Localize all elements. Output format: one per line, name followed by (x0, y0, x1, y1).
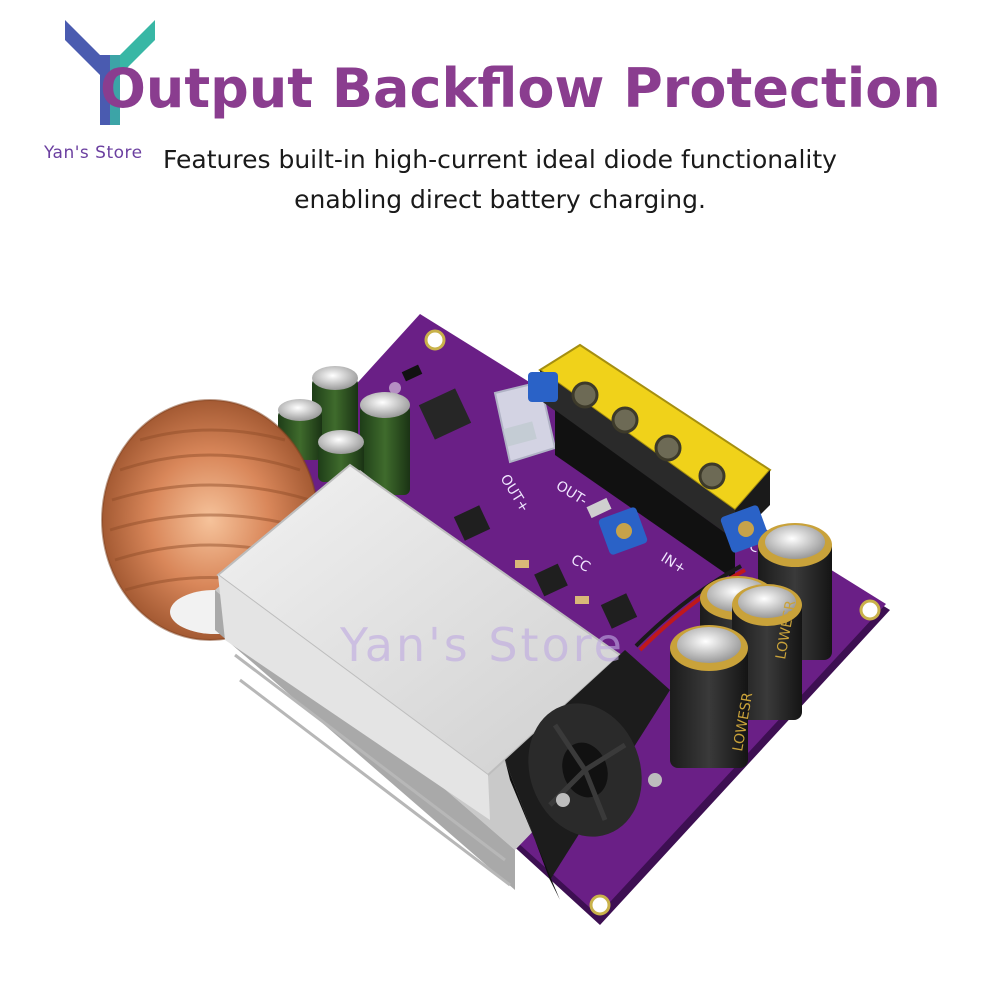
smd-components (401, 364, 638, 629)
potentiometers (528, 372, 770, 555)
terminal-block (538, 343, 772, 580)
subtitle-line-2: enabling direct battery charging. (294, 185, 706, 214)
store-name: Yan's Store (44, 143, 143, 163)
output-capacitors: LOWESR LOWESR (670, 523, 832, 768)
subtitle-line-1: Features built-in high-current ideal dio… (163, 145, 837, 174)
ty-letter-logo-icon (65, 20, 155, 125)
page-title: Output Backflow Protection (100, 57, 941, 120)
store-watermark: Yan's Store (340, 618, 625, 672)
subtitle: Features built-in high-current ideal dio… (100, 140, 900, 220)
cooling-fan (505, 650, 670, 900)
